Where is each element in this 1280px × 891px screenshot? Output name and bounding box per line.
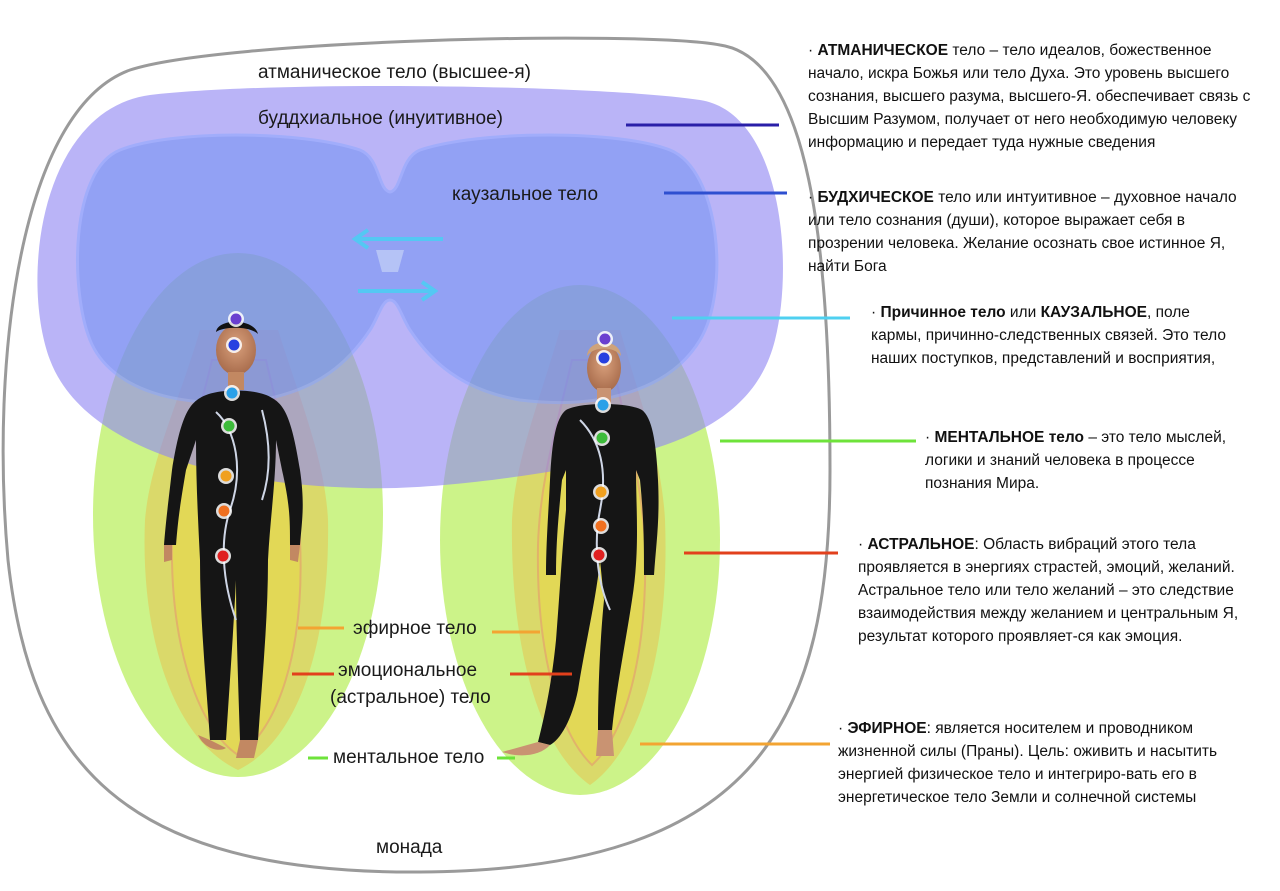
chakras-female bbox=[591, 331, 613, 563]
chakra-dot bbox=[220, 470, 232, 482]
causal-field-neck bbox=[376, 250, 404, 272]
atmanic-description: · АТМАНИЧЕСКОЕ тело – тело идеалов, боже… bbox=[808, 42, 1251, 151]
emotional-label-line2: (астральное) тело bbox=[330, 687, 491, 708]
astral-description: · АСТРАЛЬНОЕ: Область вибраций этого тел… bbox=[858, 536, 1239, 645]
female-figure bbox=[502, 342, 659, 756]
chakra-dot bbox=[596, 432, 608, 444]
chakra-dot bbox=[223, 420, 235, 432]
atmanic-label: атманическое тело (высшее-я) bbox=[258, 62, 531, 83]
mental-description: · МЕНТАЛЬНОЕ тело – это тело мыслей, лог… bbox=[925, 429, 1227, 492]
chakra-dot bbox=[595, 520, 607, 532]
etheric-description: · ЭФИРНОЕ: является носителем и проводни… bbox=[838, 720, 1218, 806]
chakra-dot bbox=[217, 550, 229, 562]
mental-label: ментальное тело bbox=[333, 747, 485, 768]
monad-outline bbox=[1, 36, 832, 874]
buddhic-description: · БУДХИЧЕСКОЕ тело или интуитивное – дух… bbox=[808, 189, 1237, 275]
chakra-dot bbox=[228, 339, 240, 351]
chakra-dot bbox=[218, 505, 230, 517]
arrow-right-icon bbox=[358, 280, 439, 302]
causal-label: каузальное тело bbox=[452, 184, 599, 205]
chakra-dot bbox=[230, 313, 242, 325]
buddhic-label: буддхиальное (инуитивное) bbox=[258, 108, 503, 129]
chakra-dot bbox=[597, 399, 609, 411]
causal-description: · Причинное тело или КАУЗАЛЬНОЕ, поле ка… bbox=[871, 304, 1226, 367]
chakra-dot bbox=[599, 333, 611, 345]
arrow-left-icon bbox=[351, 228, 443, 250]
emotional-label-line1: эмоциональное bbox=[338, 660, 478, 681]
chakra-dot bbox=[593, 549, 605, 561]
etheric-label: эфирное тело bbox=[353, 618, 477, 639]
chakra-dot bbox=[226, 387, 238, 399]
chakra-dot bbox=[595, 486, 607, 498]
chakras-male bbox=[215, 311, 244, 564]
chakra-dot bbox=[598, 352, 610, 364]
monad-label: монада bbox=[376, 837, 443, 858]
